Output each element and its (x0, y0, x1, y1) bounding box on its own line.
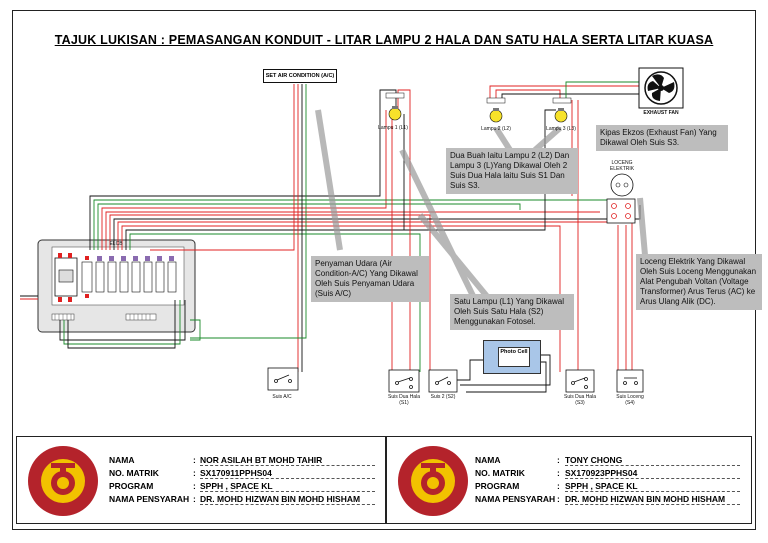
drawing-title: TAJUK LUKISAN : PEMASANGAN KONDUIT - LIT… (54, 33, 714, 47)
switch-ac-label: Suis A/C (272, 394, 292, 400)
lamp-l3-icon (552, 97, 572, 123)
note-lamp-2-3: Dua Buah laitu Lampu 2 (L2) Dan Lampu 3 … (446, 148, 578, 194)
matric-value: SX170923PPHS04 (565, 468, 740, 479)
lamp-l2-label: Lampu 2 (L2) (481, 126, 511, 132)
switch-s2-icon (428, 369, 458, 393)
lamp-l1-label: Lampu 1 (L1) (378, 125, 408, 131)
name-value: TONY CHONG (565, 455, 740, 466)
program-label: PROGRAM (109, 481, 154, 491)
lamp-l1-icon (385, 92, 405, 121)
switch-s1-label: Suis Dua Hala (S1) (388, 394, 420, 406)
note-exhaust-fan: Kipas Ekzos (Exhaust Fan) Yang Dikawal O… (596, 125, 728, 151)
switch-bell-icon (616, 369, 644, 393)
bell-label: LOCENG ELEKTRIK (609, 160, 635, 172)
matric-value: SX170911PPHS04 (200, 468, 375, 479)
name-value: NOR ASILAH BT MOHD TAHIR (200, 455, 375, 466)
switch-s3-label: Suis Dua Hala (S3) (564, 394, 596, 406)
student-info-left: NAMA NO. MATRIK PROGRAM NAMA PENSYARAH :… (16, 436, 386, 524)
university-logo (28, 446, 98, 516)
exhaust-fan-icon (638, 67, 684, 109)
lecturer-value: DR. MOHD HIZWAN BIN MOHD HISHAM (200, 494, 375, 505)
switch-s3-icon (565, 369, 595, 393)
exhaust-fan-label: EXHAUST FAN (643, 110, 679, 116)
university-logo (398, 446, 468, 516)
lecturer-label: NAMA PENSYARAH (475, 494, 556, 504)
lecturer-value: DR. MOHD HIZWAN BIN MOHD HISHAM (565, 494, 740, 505)
note-bell: Loceng Elektrik Yang Dikawal Oleh Suis L… (636, 254, 762, 310)
program-label: PROGRAM (475, 481, 520, 491)
distribution-board (37, 239, 196, 333)
student-info-right: NAMA NO. MATRIK PROGRAM NAMA PENSYARAH :… (386, 436, 752, 524)
air-conditioner-unit: SET AIR CONDITION (A/C) (263, 69, 337, 83)
name-label: NAMA (475, 455, 501, 465)
matric-label: NO. MATRIK (475, 468, 525, 478)
bell-icon (606, 173, 636, 224)
switch-ac-icon (267, 367, 299, 391)
photo-cell-label: Photo Cell (498, 347, 530, 367)
switch-bell-label: Suis Loceng (S4) (616, 394, 644, 406)
photo-cell-unit: Photo Cell (483, 340, 541, 374)
switch-s1-icon (388, 369, 420, 393)
switch-s2-label: Suis 2 (S2) (430, 394, 456, 400)
program-value: SPPH , SPACE KL (200, 481, 375, 492)
name-label: NAMA (109, 455, 135, 465)
lamp-l2-icon (486, 97, 506, 123)
matric-label: NO. MATRIK (109, 468, 159, 478)
db-elcb-label: ELCB (109, 241, 123, 247)
lecturer-label: NAMA PENSYARAH (109, 494, 190, 504)
program-value: SPPH , SPACE KL (565, 481, 740, 492)
note-air-conditioner: Penyaman Udara (Air Condition-A/C) Yang … (311, 256, 429, 302)
lamp-l3-label: Lampu 3 (L3) (546, 126, 576, 132)
note-lamp-1: Satu Lampu (L1) Yang Dikawal Oleh Suis S… (450, 294, 574, 330)
